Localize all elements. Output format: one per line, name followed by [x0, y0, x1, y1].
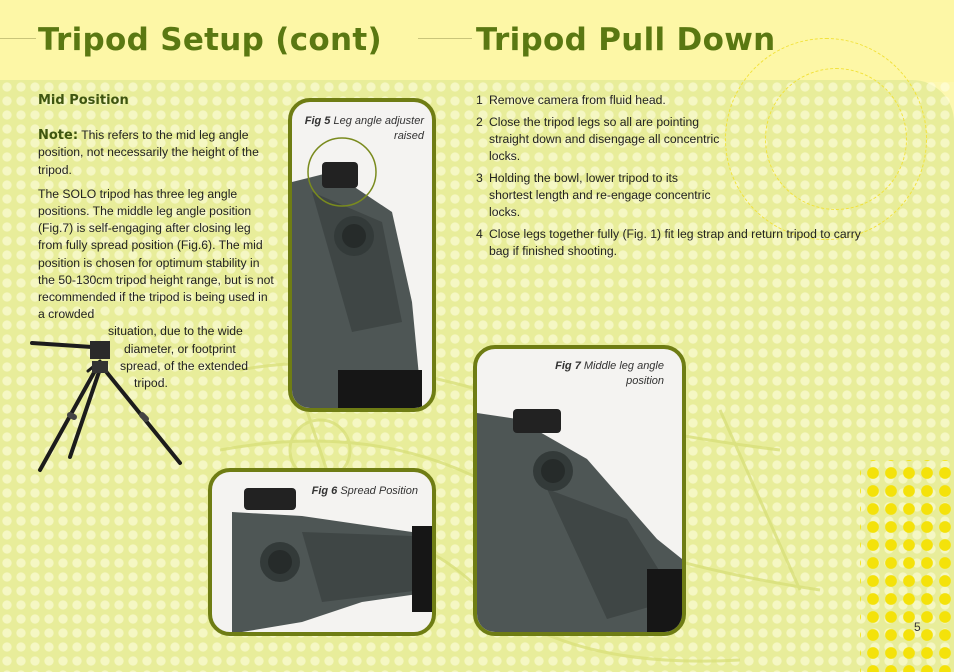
figure-7-caption: Fig 7 Middle leg angle position: [547, 359, 664, 389]
step-text: Holding the bowl, lower tripod to its sh…: [489, 170, 711, 220]
mid-position-heading: Mid Position: [38, 93, 129, 108]
step-item: 4 Close legs together fully (Fig. 1) fit …: [476, 226, 866, 260]
yellow-dot-pattern: [860, 460, 954, 672]
decorative-circle-outer: [725, 38, 927, 240]
middle-leg-angle-photo: [477, 409, 682, 632]
figure-7-label: Fig 7: [555, 360, 581, 372]
figure-5-label: Fig 5: [304, 115, 331, 127]
note-label: Note:: [38, 128, 79, 144]
body-text-line: diameter, or footprint: [124, 341, 236, 356]
step-item: 2 Close the tripod legs so all are pointi…: [476, 114, 726, 166]
decorative-circle-inner: [765, 68, 907, 210]
body-text-line: spread, of the extended: [120, 358, 249, 373]
note-text: This refers to the mid leg angle positio…: [38, 128, 259, 177]
page-title-left: Tripod Setup (cont): [38, 22, 382, 58]
step-text: Close the tripod legs so all are pointin…: [489, 114, 720, 164]
tripod-illustration: [30, 341, 182, 472]
step-number: 2: [476, 114, 483, 129]
mid-position-section: Mid Position Note: This refers to the mi…: [38, 92, 274, 392]
body-paragraph: The SOLO tripod has three leg angle posi…: [38, 186, 274, 324]
figure-6-caption: Fig 6 Spread Position: [218, 484, 418, 499]
figure-7: Fig 7 Middle leg angle position: [473, 345, 686, 636]
step-item: 3 Holding the bowl, lower tripod to its s…: [476, 170, 716, 222]
body-text-line: situation, due to the wide: [108, 324, 243, 339]
header-rule-mid: [418, 38, 472, 49]
figure-5-text: Leg angle adjuster raised: [333, 115, 424, 142]
figure-5-caption: Fig 5 Leg angle adjuster raised: [298, 114, 424, 144]
figure-6: Fig 6 Spread Position: [208, 468, 436, 636]
step-number: 4: [476, 226, 483, 241]
body-text-main: The SOLO tripod has three leg angle posi…: [38, 186, 274, 322]
body-text-line: tripod.: [134, 376, 168, 391]
step-text: Remove camera from fluid head.: [489, 93, 666, 107]
figure-5: Fig 5 Leg angle adjuster raised: [288, 98, 436, 412]
header-rule-left: [0, 38, 36, 49]
step-text: Close legs together fully (Fig. 1) fit l…: [489, 226, 861, 259]
page-title-right: Tripod Pull Down: [476, 22, 776, 58]
step-number: 1: [476, 93, 483, 107]
figure-7-text: Middle leg angle position: [583, 360, 664, 387]
note-paragraph: Note: This refers to the mid leg angle p…: [38, 127, 274, 179]
step-number: 3: [476, 170, 483, 185]
spread-position-photo: [232, 488, 432, 632]
figure-6-label: Fig 6: [311, 485, 338, 497]
leg-angle-adjuster-photo: [292, 137, 422, 408]
figure-6-text: Spread Position: [340, 485, 418, 497]
page-number: 5: [914, 620, 921, 634]
step-item: 1 Remove camera from fluid head.: [476, 92, 876, 109]
pull-down-steps: 1 Remove camera from fluid head. 2 Close t…: [476, 92, 876, 265]
